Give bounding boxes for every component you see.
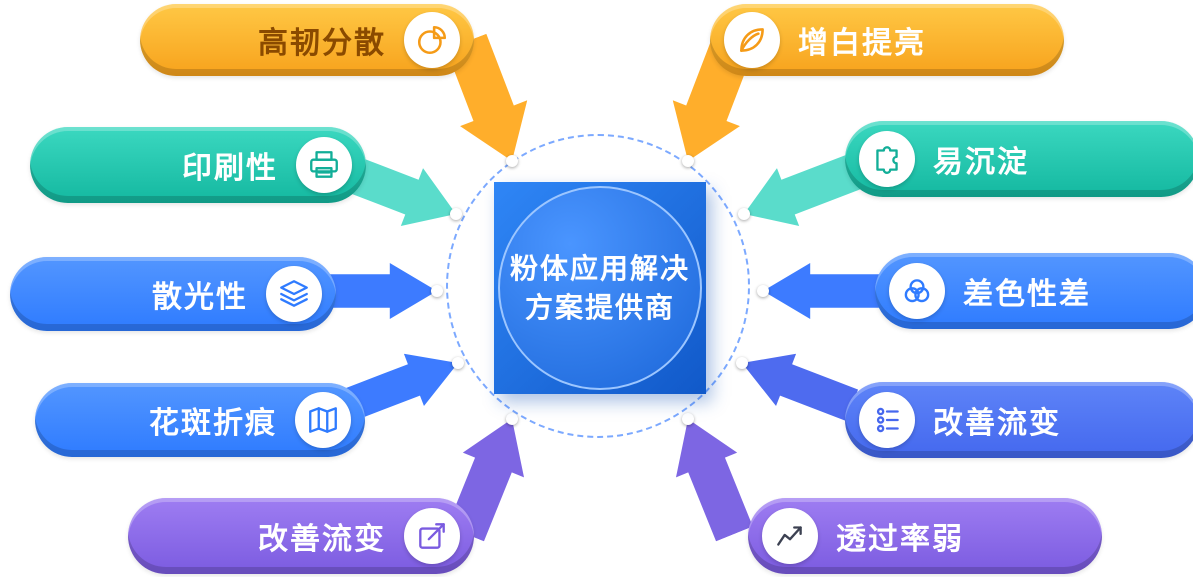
pill-label: 易沉淀 [933, 146, 1029, 179]
connector-node [452, 357, 464, 369]
pill-label: 散光性 [152, 281, 248, 314]
dashed-ring [446, 134, 750, 438]
pen-arrow-icon [404, 508, 460, 564]
pill-right-3: 差色性差 [875, 253, 1193, 329]
connector-node [450, 208, 462, 220]
pill-right-1: 增白提亮 [710, 4, 1064, 76]
pie-chart-icon [404, 12, 460, 68]
puzzle-icon [859, 131, 915, 187]
pill-left-5: 改善流变 [128, 498, 474, 574]
connector-node [506, 155, 518, 167]
pill-label: 改善流变 [258, 523, 386, 556]
map-icon [295, 392, 351, 448]
leaf-icon [724, 12, 780, 68]
pill-label: 花斑折痕 [149, 407, 277, 440]
pill-label: 改善流变 [933, 407, 1061, 440]
connector-arrow [763, 263, 881, 319]
connector-node [682, 413, 694, 425]
center-title-line2: 方案提供商 [524, 292, 675, 323]
pill-label: 印刷性 [182, 152, 278, 185]
pill-right-4: 改善流变 [845, 382, 1193, 458]
pill-left-1: 高韧分散 [140, 4, 474, 76]
tune-icon [859, 392, 915, 448]
pill-label: 差色性差 [963, 278, 1091, 311]
printer-icon [296, 137, 352, 193]
trend-chart-icon [762, 508, 818, 564]
pill-right-2: 易沉淀 [845, 121, 1193, 197]
pill-label: 高韧分散 [258, 27, 386, 60]
connector-node [757, 285, 769, 297]
connector-node [506, 413, 518, 425]
pill-right-5: 透过率弱 [748, 498, 1102, 574]
center-circle: 粉体应用解决 方案提供商 [498, 186, 702, 390]
connector-arrow [732, 337, 862, 432]
center-title-line1: 粉体应用解决 [509, 252, 690, 284]
pill-left-2: 印刷性 [30, 127, 366, 203]
pill-label: 增白提亮 [798, 27, 926, 60]
layers-icon [266, 266, 322, 322]
overlap-circles-icon [889, 263, 945, 319]
pill-left-4: 花斑折痕 [35, 383, 365, 457]
connector-node [682, 155, 694, 167]
pill-label: 透过率弱 [836, 523, 964, 556]
connector-node [431, 285, 443, 297]
connector-arrow [319, 263, 437, 319]
connector-node [736, 357, 748, 369]
pill-left-3: 散光性 [10, 257, 336, 331]
connector-node [738, 208, 750, 220]
